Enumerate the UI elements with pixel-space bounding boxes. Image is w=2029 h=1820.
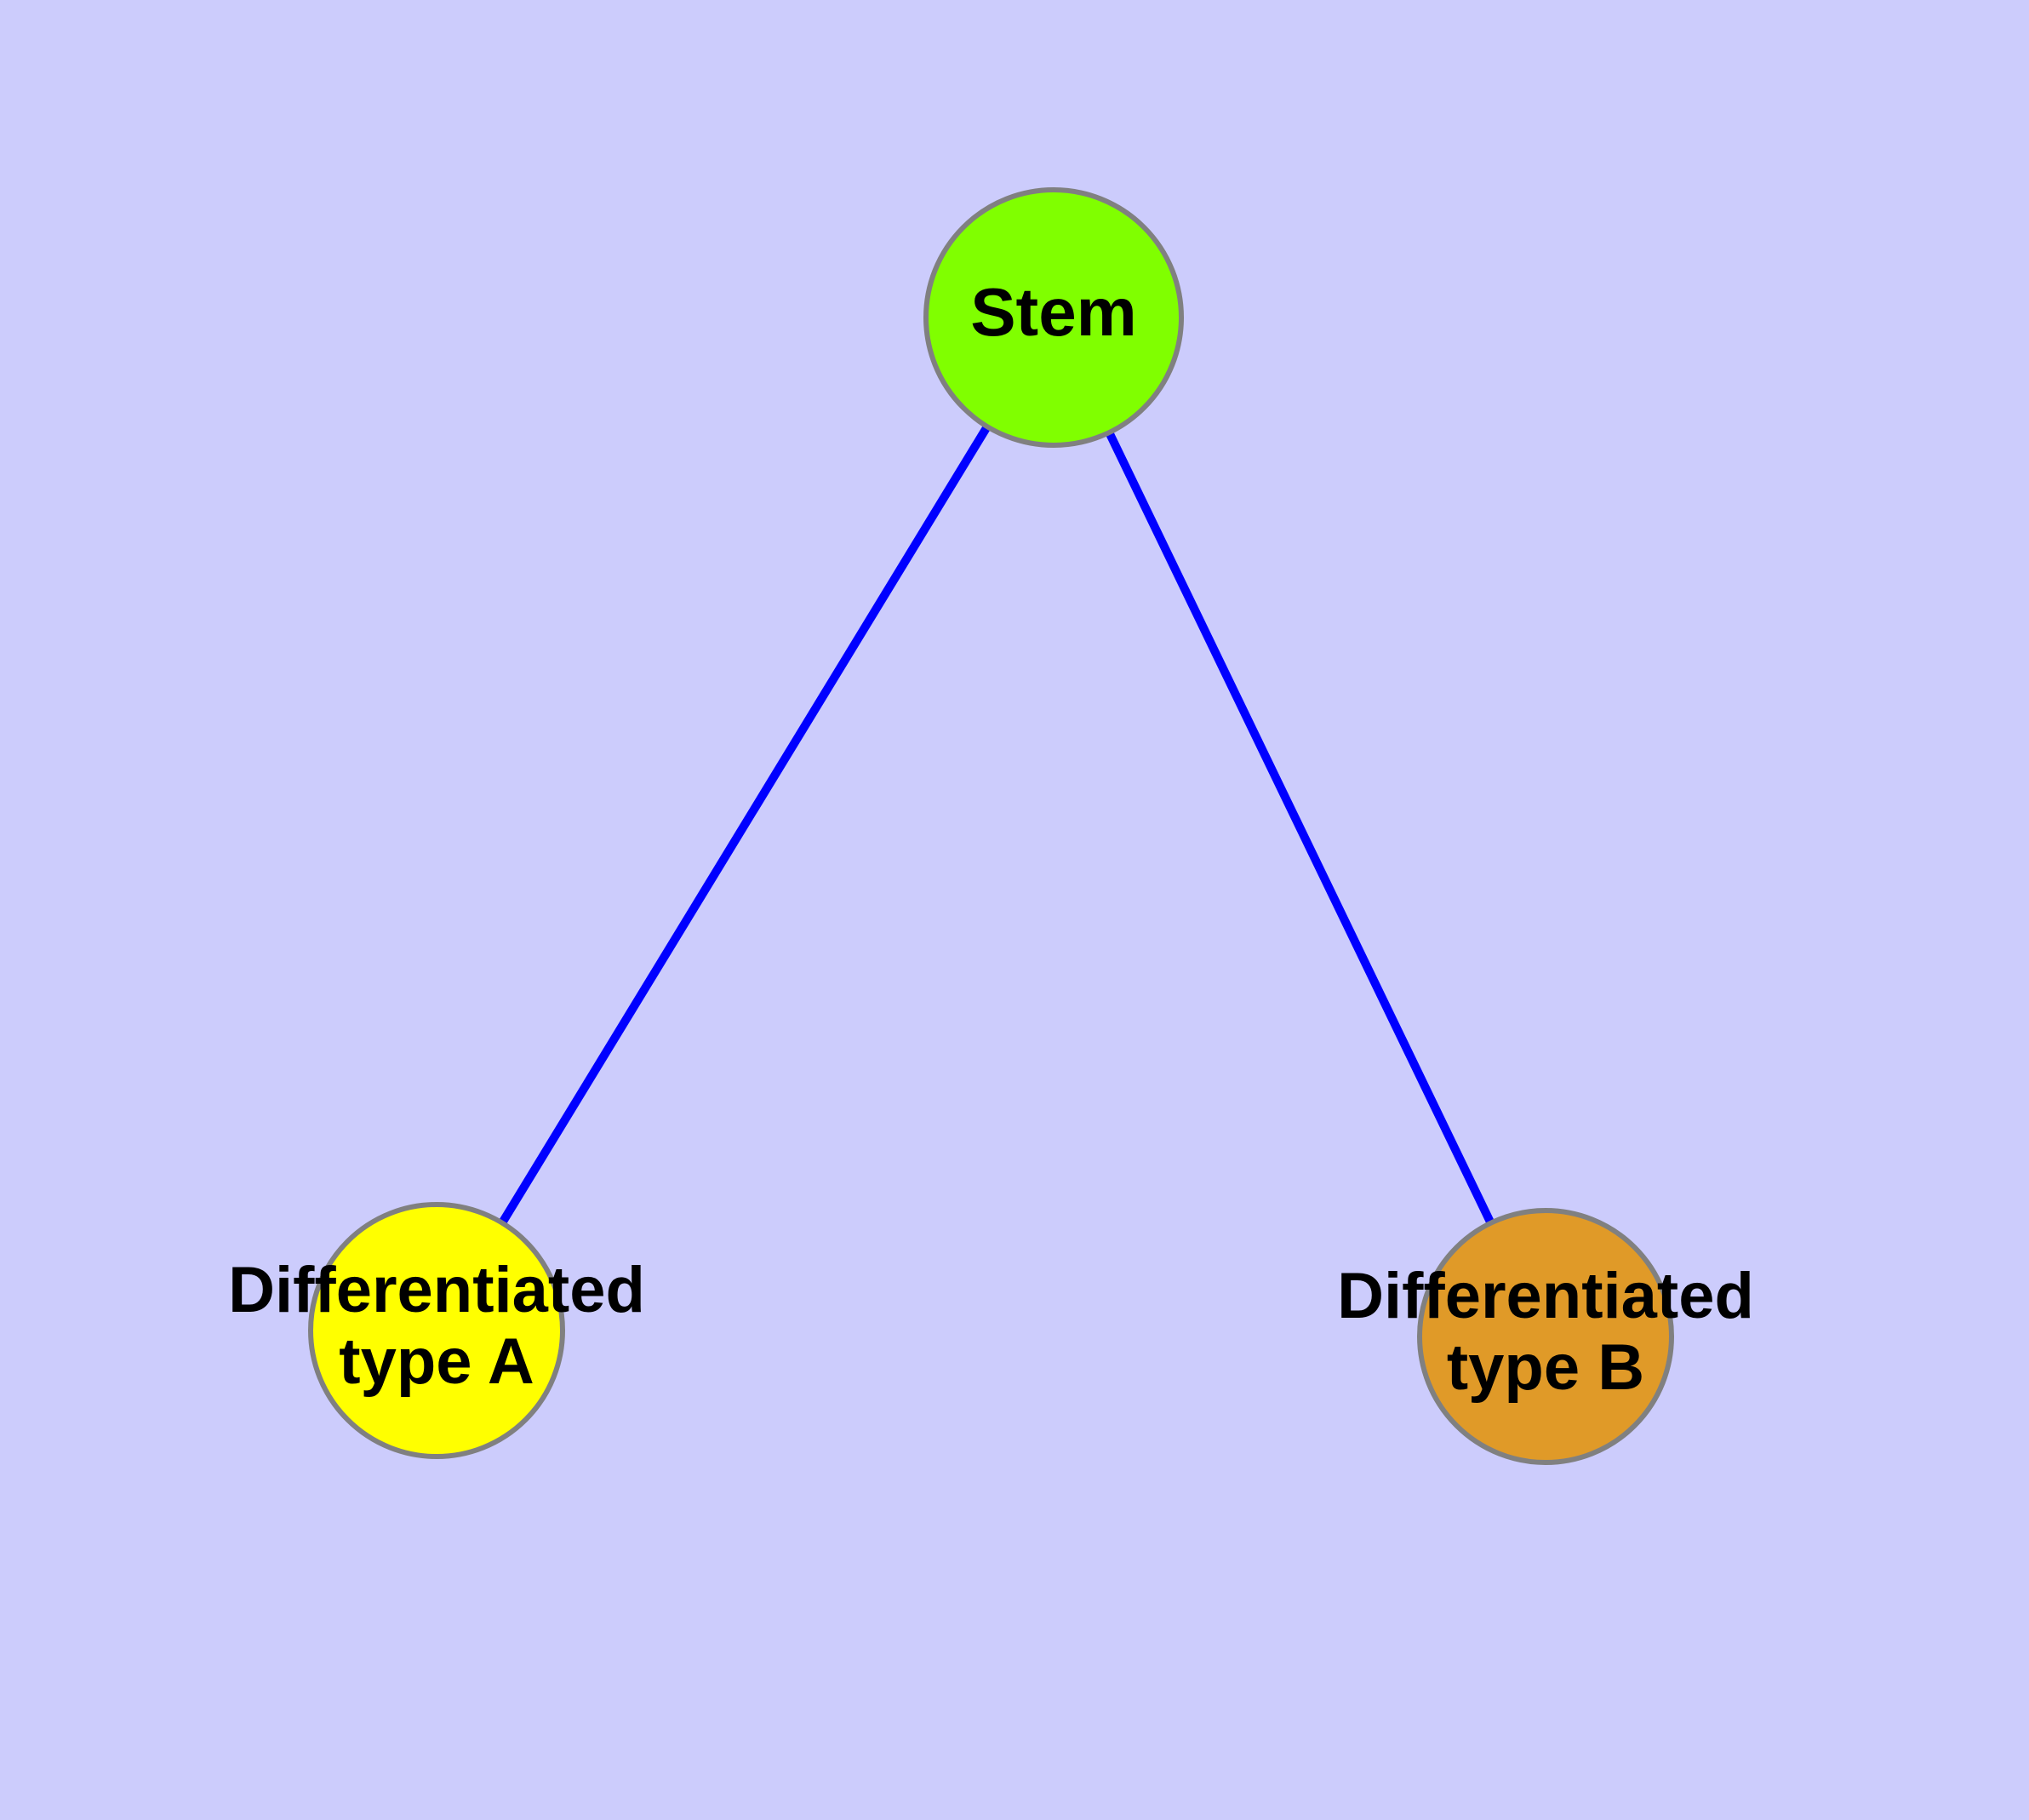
node-label-line: Stem [970, 274, 1137, 350]
node-label-line: Differentiated [1337, 1260, 1754, 1332]
node-diff_b[interactable] [1417, 1208, 1674, 1465]
node-label-line: type A [339, 1325, 534, 1398]
node-label-stem: Stem [970, 274, 1137, 350]
node-layer [308, 187, 1674, 1465]
node-diff_a[interactable] [308, 1202, 565, 1459]
edge-layer [499, 426, 1495, 1224]
edge-stem-diff-b[interactable] [1106, 432, 1495, 1224]
edge-stem-diff-a[interactable] [499, 426, 991, 1224]
node-label-line: Differentiated [228, 1254, 645, 1326]
node-stem[interactable] [923, 187, 1184, 448]
node-label-line: type B [1447, 1331, 1644, 1404]
